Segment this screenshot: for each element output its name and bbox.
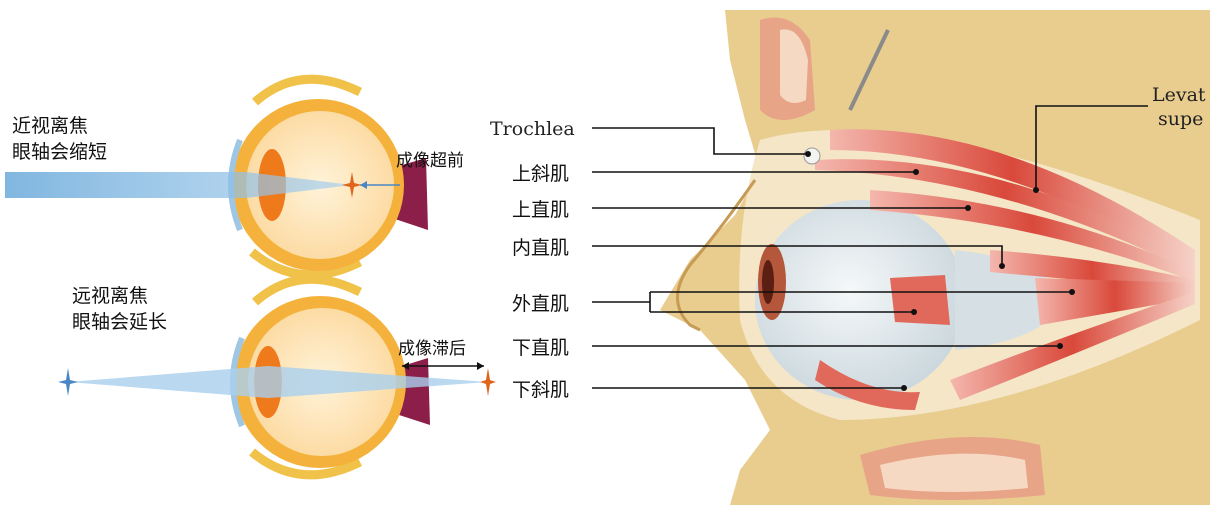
levator-label-line2: supe [1158,108,1203,130]
orbit-anatomy-illustration [660,10,1210,505]
leader-dot [1033,187,1039,193]
myopia-label-line1: 近视离焦 [12,115,88,137]
lateral-rectus-label: 外直肌 [512,293,569,315]
medial-rectus-label: 内直肌 [512,237,569,259]
leader-dot [1069,289,1075,295]
leader-dot [805,151,811,157]
upper-eyelid-arc [255,79,360,102]
pupil [762,260,774,304]
source-point-icon [58,368,78,396]
levator-label-line1: Levat [1152,84,1206,106]
trochlea-label: Trochlea [490,118,575,140]
hyperopia-eye-diagram [58,279,496,475]
leader-dot [913,169,919,175]
leader-dot [1057,343,1063,349]
hyperopia-label-line1: 远视离焦 [72,285,148,307]
leader-dot [965,205,971,211]
hyperopia-label-line2: 眼轴会延长 [72,311,167,333]
arrow-head-icon [477,362,484,370]
inferior-rectus-label: 下直肌 [512,337,569,359]
leader-dot [911,309,917,315]
myopia-label-line2: 眼轴会缩短 [12,141,107,163]
leader-dot [999,263,1005,269]
leader-dot [901,385,907,391]
myopia-eye-diagram [5,79,428,275]
lateral-rectus-insertion [890,275,950,325]
superior-rectus-label: 上直肌 [512,199,569,221]
focal-point-icon [480,368,496,396]
myopia-image-note: 成像超前 [396,151,464,171]
inferior-oblique-label: 下斜肌 [512,379,569,401]
superior-oblique-label: 上斜肌 [512,163,569,185]
hyperopia-image-note: 成像滞后 [398,339,466,359]
